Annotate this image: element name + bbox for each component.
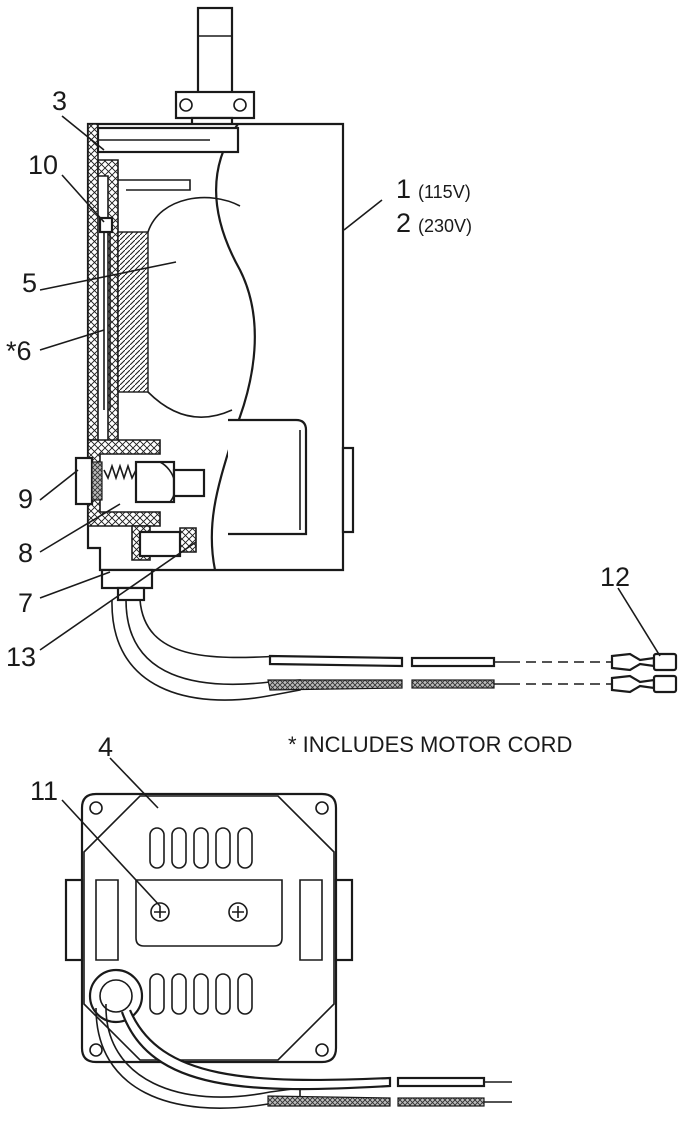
end-cord-grommet <box>88 968 144 1024</box>
cord-switch-knob <box>74 456 94 506</box>
shaft-bracket <box>174 90 256 120</box>
housing-tab <box>341 446 355 534</box>
cover-screws <box>150 902 248 922</box>
braided-wire <box>267 679 403 691</box>
end-plate <box>80 792 338 1064</box>
cutaway-edge <box>210 123 256 571</box>
spring <box>103 463 137 481</box>
callout-2: 2 <box>396 208 411 238</box>
motor-end-view <box>64 792 512 1109</box>
top-vent-slots <box>149 827 253 869</box>
callout-7: 7 <box>18 588 33 618</box>
callout-1: 1 <box>396 174 411 204</box>
callout-9: 9 <box>18 484 33 514</box>
motor-side-cutaway <box>74 6 678 701</box>
stator-laminations <box>117 231 149 393</box>
callout-2-voltage: (230V) <box>418 216 472 236</box>
rotor <box>147 196 241 233</box>
callout-3: 3 <box>52 86 67 116</box>
callout-6: *6 <box>6 336 32 366</box>
callout-4: 4 <box>98 732 113 762</box>
leader-lines <box>39 115 661 907</box>
callout-1-voltage: (115V) <box>418 182 471 202</box>
callout-12: 12 <box>600 562 630 592</box>
terminal-connectors <box>610 652 678 694</box>
callout-5: 5 <box>22 268 37 298</box>
housing-wall <box>87 123 99 441</box>
brush-cover-plate <box>135 879 283 947</box>
callout-11: 11 <box>30 776 58 806</box>
callout-10: 10 <box>28 150 58 180</box>
callout-13: 13 <box>6 642 36 672</box>
motor-shaft <box>196 6 234 100</box>
bearing-housing <box>87 439 161 527</box>
bottom-vent-slots <box>149 973 253 1015</box>
callout-8: 8 <box>18 538 33 568</box>
white-wire <box>268 654 404 668</box>
motor-cord-note: * INCLUDES MOTOR CORD <box>288 732 572 757</box>
